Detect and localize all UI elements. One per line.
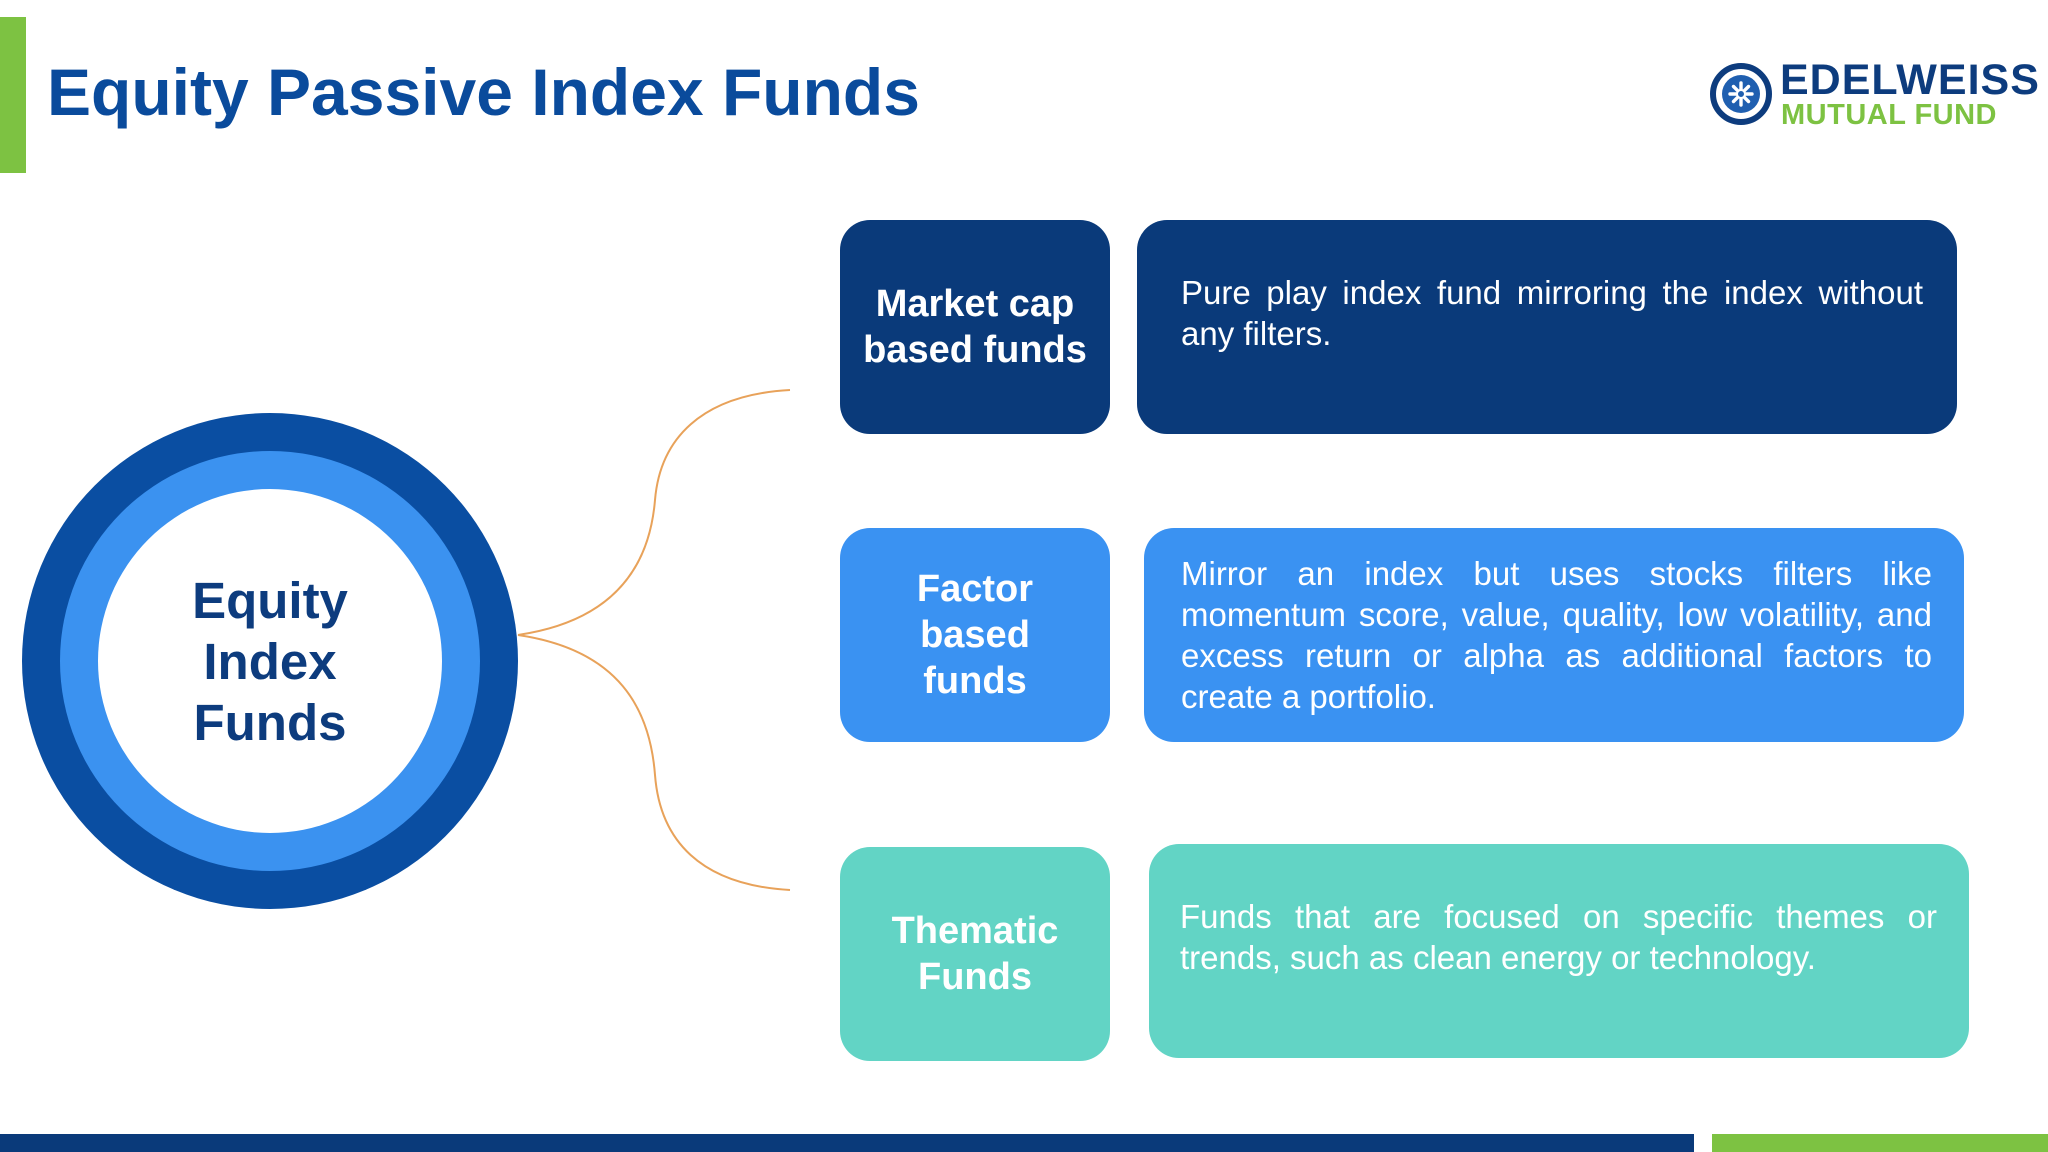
description-market-cap: Pure play index fund mirroring the index…: [1137, 220, 1957, 434]
equity-index-funds-circle: Equity Index Funds: [22, 413, 518, 909]
logo-wordmark: EDELWEISS: [1780, 56, 2040, 104]
edelweiss-flower-icon: [1710, 63, 1772, 125]
page-title: Equity Passive Index Funds: [47, 55, 920, 129]
hub-core: Equity Index Funds: [98, 489, 442, 833]
logo-subtitle: MUTUAL FUND: [1781, 99, 1997, 131]
category-thematic: Thematic Funds: [840, 847, 1110, 1061]
category-label: Thematic Funds: [891, 910, 1059, 998]
hub-inner-ring: Equity Index Funds: [60, 451, 480, 871]
description-factor: Mirror an index but uses stocks filters …: [1144, 528, 1964, 742]
footer-bar-dark: [0, 1134, 1694, 1152]
title-accent-bar: [0, 17, 26, 173]
description-text: Mirror an index but uses stocks filters …: [1181, 555, 1932, 715]
category-market-cap: Market cap based funds: [840, 220, 1110, 434]
category-label: Market cap based funds: [863, 283, 1087, 371]
description-text: Pure play index fund mirroring the index…: [1181, 274, 1923, 352]
connector-top: [517, 389, 791, 636]
category-label: Factor based funds: [916, 568, 1034, 702]
edelweiss-logo: EDELWEISS MUTUAL FUND: [1708, 56, 2039, 136]
category-factor: Factor based funds: [840, 528, 1110, 742]
description-text: Funds that are focused on specific theme…: [1180, 898, 1937, 976]
hub-label: Equity Index Funds: [192, 571, 348, 751]
connector-bottom: [517, 634, 791, 891]
description-thematic: Funds that are focused on specific theme…: [1149, 844, 1969, 1058]
footer-bar-green: [1712, 1134, 2048, 1152]
